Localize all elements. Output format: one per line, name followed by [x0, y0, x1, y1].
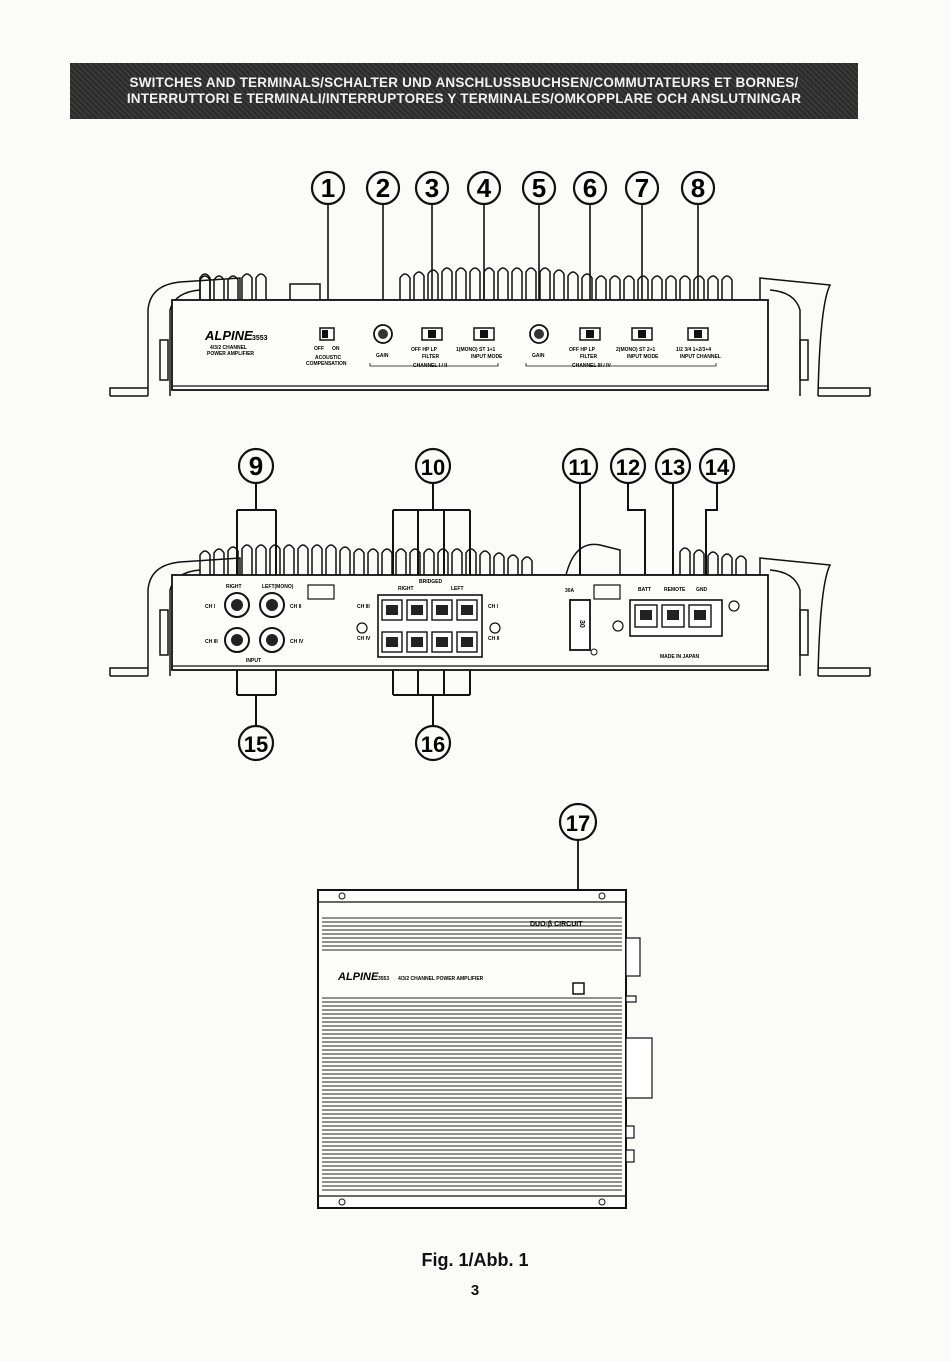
- callout-6: 6: [583, 173, 597, 203]
- header-line-1: SWITCHES AND TERMINALS/SCHALTER UND ANSC…: [129, 75, 799, 90]
- rear-leader-lines: [236, 483, 718, 726]
- callout-11: 11: [568, 455, 591, 480]
- callout-7: 7: [635, 173, 649, 203]
- speaker-ch-label: CH III: [357, 604, 370, 610]
- filter-label-1: FILTER: [422, 354, 440, 360]
- gnd-label: GND: [696, 587, 708, 593]
- input-channel-options: 1/2 3/4 1+2/3+4: [676, 347, 711, 353]
- front-heatsink-fins: [199, 273, 211, 300]
- speaker-left-label: LEFT: [451, 586, 464, 592]
- callout-15: 15: [244, 732, 268, 757]
- filter-options-1: OFF HP LP: [411, 347, 438, 353]
- speaker-ch-label: CH IV: [357, 636, 371, 642]
- made-in-japan: MADE IN JAPAN: [660, 654, 699, 660]
- channel-12-label: CHANNEL I / II: [413, 363, 448, 369]
- rca-ch3-label: CH III: [205, 639, 218, 645]
- filter-label-2: FILTER: [580, 354, 598, 360]
- acoustic-on-label: ON: [332, 346, 340, 352]
- fuse-value: 30: [578, 620, 585, 628]
- callout-4: 4: [477, 173, 492, 203]
- screw-icon: [356, 622, 368, 634]
- amp-top-chassis: [317, 889, 627, 1209]
- rca-inputs: [224, 592, 285, 653]
- callout-8: 8: [691, 173, 705, 203]
- speaker-terminal-screws: [386, 605, 473, 647]
- filter-options-2: OFF HP LP: [569, 347, 596, 353]
- gain-label-1: GAIN: [376, 353, 389, 359]
- acoustic-label-2: COMPENSATION: [306, 361, 347, 367]
- callout-17: 17: [566, 811, 590, 836]
- front-fin-row: [199, 267, 760, 301]
- screw-icon: [728, 600, 740, 612]
- top-desc: 4/3/2 CHANNEL POWER AMPLIFIER: [398, 976, 484, 982]
- front-heatsink: [109, 277, 871, 397]
- header-line-2: INTERRUTTORI E TERMINALI/INTERRUPTORES Y…: [126, 91, 802, 106]
- indicator-lamp: [572, 982, 585, 995]
- rca-input-label: INPUT: [246, 658, 261, 664]
- remote-label: REMOTE: [664, 587, 686, 593]
- callout-10: 10: [421, 455, 445, 480]
- heatsink-stripes: [322, 917, 622, 1191]
- duo-beta-label: DUO-β CIRCUIT: [530, 921, 583, 928]
- screw-icon: [489, 622, 501, 634]
- channel-34-label: CHANNEL III / IV: [572, 363, 611, 369]
- front-callouts: [310, 170, 716, 206]
- rca-ch2-label: CH II: [290, 604, 302, 610]
- rca-ch4-label: CH IV: [290, 639, 304, 645]
- front-model: 3553: [252, 335, 268, 342]
- top-model: 3553: [378, 976, 389, 982]
- gain-label-2: GAIN: [532, 353, 545, 359]
- fuse-holder[interactable]: [569, 599, 591, 651]
- front-panel-diagram: 1 2 3 4 5 6 7 8 ALPINE 3553 4/3/2 CHANNE…: [109, 170, 871, 397]
- mount-tab: [593, 584, 621, 600]
- screw-icon: [612, 620, 624, 632]
- input-mode-options-1: 1(MONO) ST 1+1: [456, 347, 496, 353]
- rear-panel-diagram: 9 10 11 12 13 14 15 16 RIGHT LEFT(MONO): [109, 447, 871, 762]
- callout-16: 16: [421, 732, 445, 757]
- rca-right-label: RIGHT: [226, 584, 242, 590]
- callout-2: 2: [376, 173, 390, 203]
- callout-9: 9: [249, 451, 263, 481]
- callout-12: 12: [616, 455, 640, 480]
- front-brand-logo: ALPINE: [204, 328, 253, 343]
- input-mode-label-1: INPUT MODE: [471, 354, 503, 360]
- callout-3: 3: [425, 173, 439, 203]
- callout-5: 5: [532, 173, 546, 203]
- mount-tab: [307, 584, 335, 600]
- rca-ch1-label: CH I: [205, 604, 216, 610]
- fuse-label: 30A: [565, 588, 575, 594]
- rca-left-mono-label: LEFT(MONO): [262, 584, 294, 590]
- figure-caption: Fig. 1/Abb. 1: [421, 1250, 529, 1270]
- callout-13: 13: [661, 455, 685, 480]
- callout-1: 1: [321, 173, 335, 203]
- side-terminals: [625, 937, 653, 1163]
- speaker-ch-label: CH II: [488, 636, 500, 642]
- speaker-ch-label: CH I: [488, 604, 499, 610]
- top-view-diagram: 17 DUO-β CIRCUIT ALPINE 3553 4/3/2 CHANN…: [317, 802, 653, 1209]
- input-mode-label-2: INPUT MODE: [627, 354, 659, 360]
- top-brand-logo: ALPINE: [337, 971, 379, 983]
- front-face-plate: [171, 299, 769, 391]
- speaker-bridged-label: BRIDGED: [419, 579, 442, 585]
- batt-label: BATT: [638, 587, 651, 593]
- input-mode-options-2: 2(MONO) ST 2+1: [616, 347, 656, 353]
- acoustic-off-label: OFF: [314, 346, 324, 352]
- acoustic-label-1: ACOUSTIC: [315, 355, 342, 361]
- front-subtitle-1: 4/3/2 CHANNEL: [210, 345, 247, 351]
- section-header: SWITCHES AND TERMINALS/SCHALTER UND ANSC…: [70, 63, 858, 119]
- page-number: 3: [470, 1282, 480, 1299]
- input-channel-label: INPUT CHANNEL: [680, 354, 721, 360]
- front-subtitle-2: POWER AMPLIFIER: [207, 351, 254, 357]
- speaker-right-label: RIGHT: [398, 586, 414, 592]
- callout-14: 14: [705, 455, 730, 480]
